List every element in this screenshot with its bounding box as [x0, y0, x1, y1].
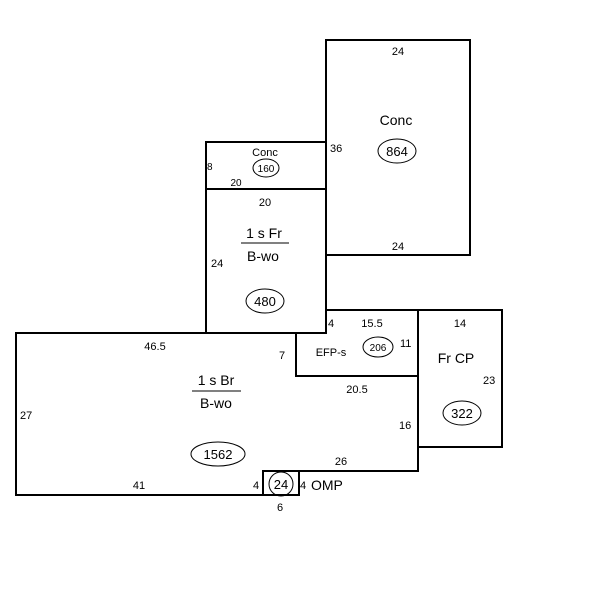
area-oval: [245, 288, 285, 314]
dim-bottom: 20: [230, 178, 242, 189]
area-value: 24: [274, 477, 288, 492]
dim-top: 15.5: [361, 318, 382, 330]
dim-left: 24: [211, 258, 223, 270]
area-label: EFP-s: [316, 347, 347, 359]
area-efp-s[interactable]: 15.5 11 20.5 7 EFP-s 206: [279, 309, 419, 396]
label-top: 1 s Fr: [246, 225, 282, 241]
area-label: OMP: [311, 477, 343, 493]
brick-outline-left: [15, 332, 297, 496]
dim-bottom-right: 26: [335, 456, 347, 468]
area-label: Conc: [252, 147, 278, 159]
brick-outline-right: [298, 375, 419, 472]
area-value: 480: [254, 294, 276, 309]
area-oval: [190, 441, 246, 467]
dim-bottom: 6: [277, 502, 283, 514]
dim-top: 20: [259, 197, 271, 209]
dim-bottom: 20.5: [346, 384, 367, 396]
label-bottom: B-wo: [247, 248, 279, 264]
area-oval: [362, 336, 394, 358]
dim-left: 8: [207, 162, 213, 173]
area-value: 206: [370, 343, 387, 354]
dim-left: 36: [330, 143, 342, 155]
area-value: 1562: [204, 447, 233, 462]
dim-top: 46.5: [144, 341, 165, 353]
dim-left: 7: [279, 350, 285, 362]
dim-top: 24: [392, 46, 404, 58]
area-oval: [252, 158, 280, 178]
dim-bottom-right: 4: [328, 318, 334, 330]
area-one-story-frame[interactable]: 20 24 1 s Fr B-wo 480 4: [205, 188, 334, 334]
dim-bottom: 41: [133, 480, 145, 492]
dim-right: 11: [400, 338, 411, 350]
area-omp[interactable]: 24 4 4 6 OMP: [253, 470, 343, 514]
dim-right: 23: [483, 375, 495, 387]
area-conc-large[interactable]: 24 36 24 Conc 864: [325, 39, 471, 256]
omp-outline: [262, 470, 300, 496]
area-value: 864: [386, 144, 408, 159]
area-label: Fr CP: [438, 350, 475, 366]
area-value: 160: [258, 164, 275, 175]
area-oval: [268, 471, 294, 497]
label-bottom: B-wo: [200, 395, 232, 411]
dim-right: 4: [300, 480, 306, 492]
area-label: Conc: [380, 112, 413, 128]
label-top: 1 s Br: [198, 372, 235, 388]
area-oval: [442, 400, 482, 426]
dim-top: 14: [454, 318, 466, 330]
area-value: 322: [451, 406, 473, 421]
dim-left: 4: [253, 480, 259, 492]
dim-bottom: 24: [392, 241, 404, 253]
area-one-story-brick[interactable]: 46.5 27 41 16 26 1 s Br B-wo 1562: [15, 332, 419, 496]
dim-right: 16: [399, 420, 411, 432]
area-conc-small[interactable]: Conc 160 8 20: [205, 141, 327, 190]
area-oval: [377, 138, 417, 164]
dim-left: 27: [20, 410, 32, 422]
area-frame-carport[interactable]: 14 23 Fr CP 322: [417, 309, 503, 448]
